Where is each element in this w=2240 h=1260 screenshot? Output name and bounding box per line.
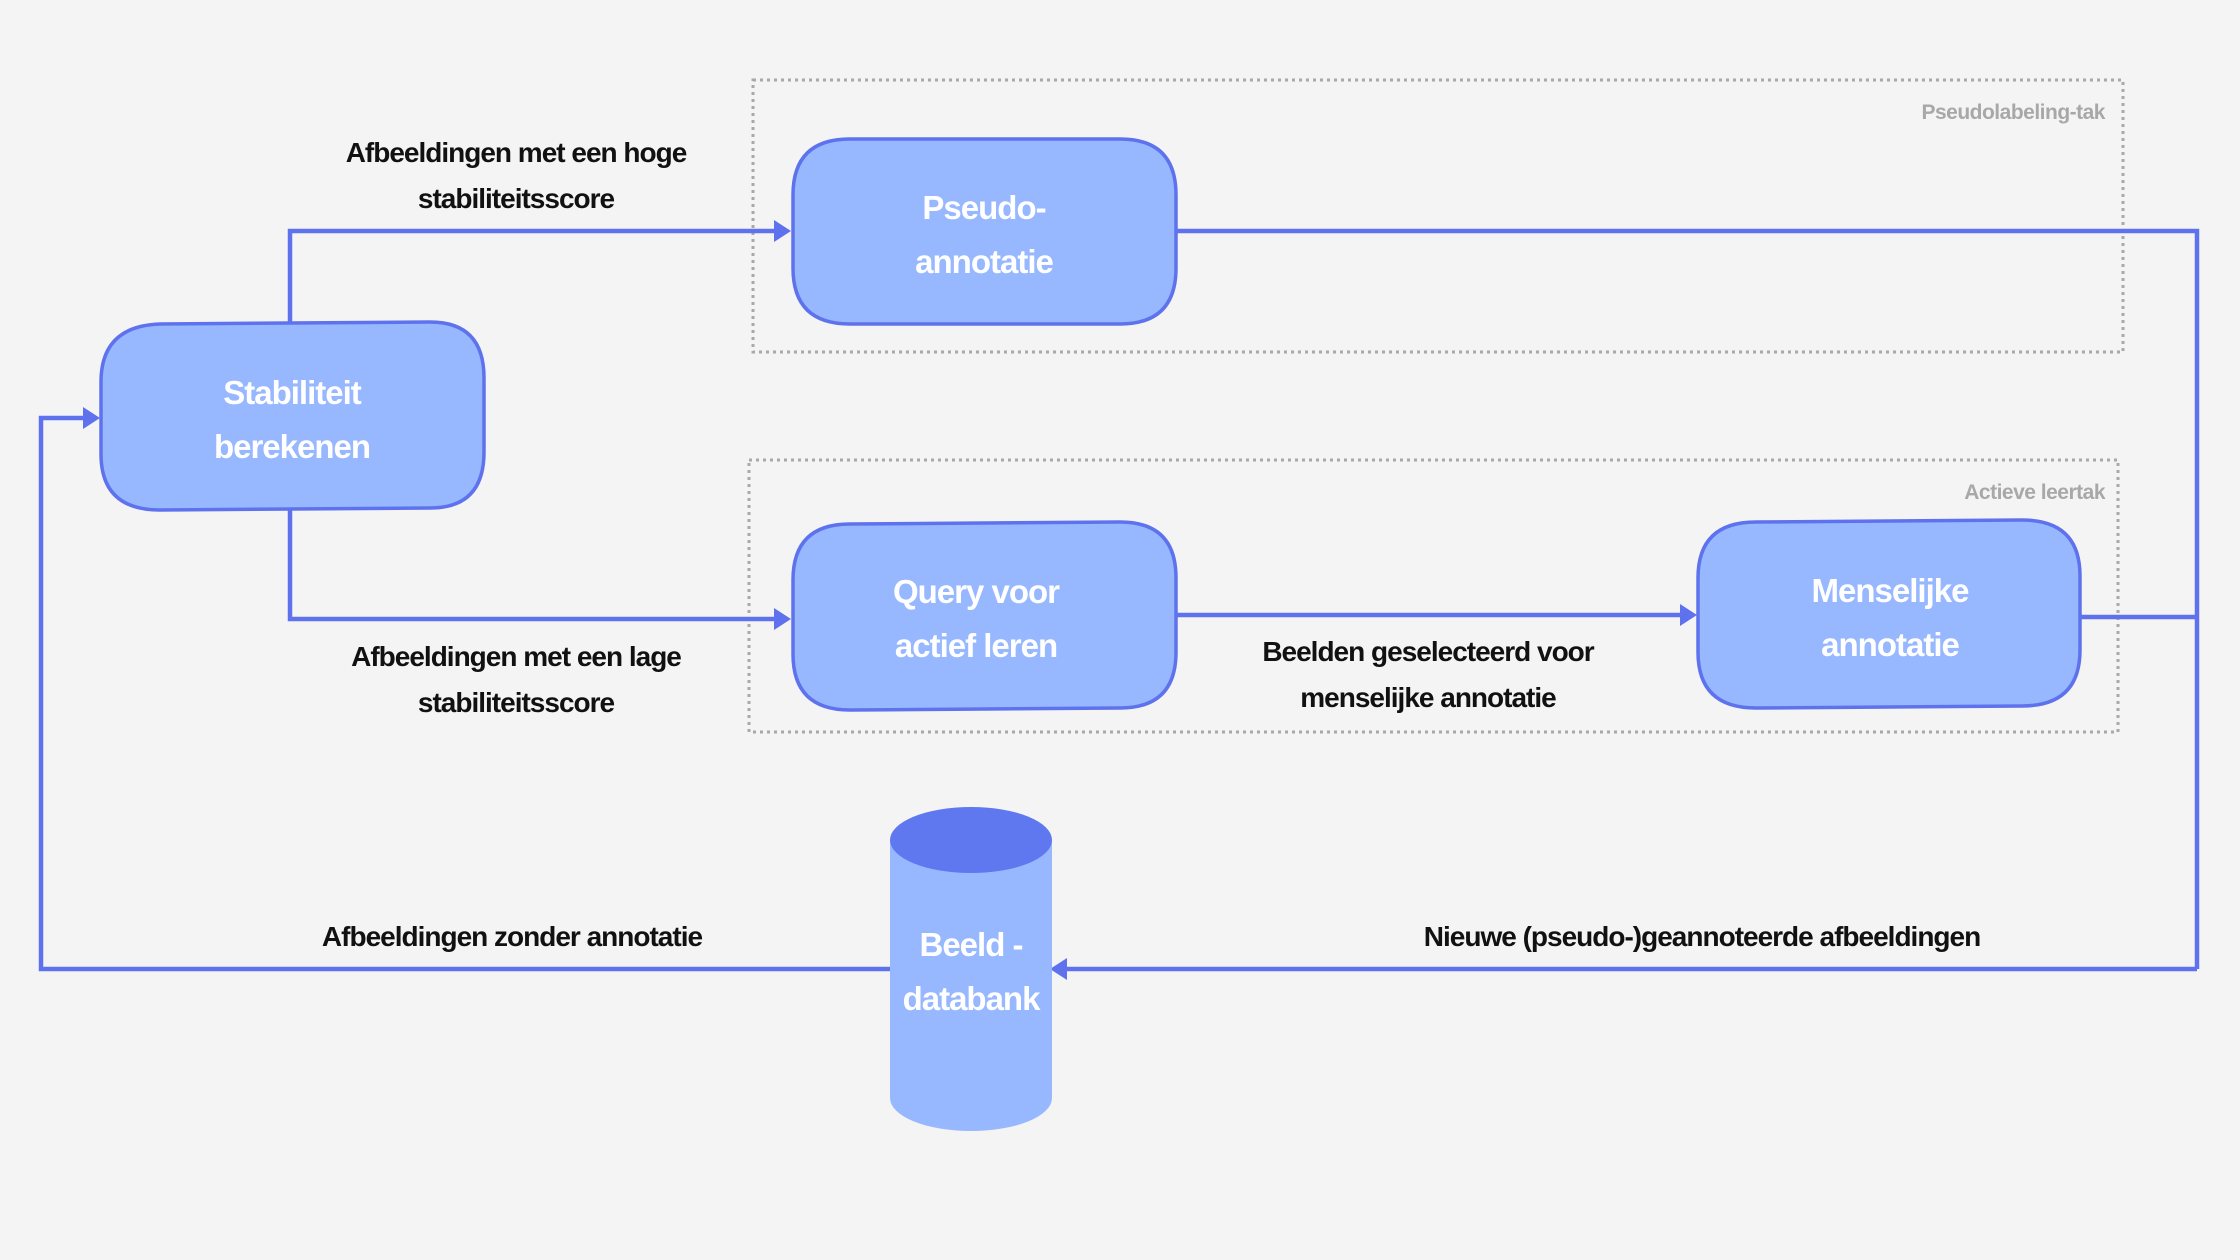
edge-high-stability	[287, 228, 775, 322]
edge-unlabeled-images	[38, 415, 890, 972]
arrowhead-to-database	[1050, 958, 1067, 980]
database-cylinder-body	[890, 840, 1052, 1131]
node-query-line2: actief leren	[895, 627, 1057, 664]
node-stability-line1: Stabiliteit	[223, 374, 362, 411]
arrowhead-to-pseudo	[774, 220, 791, 242]
node-pseudo-line2: annotatie	[915, 243, 1053, 280]
node-human-line2: annotatie	[1821, 626, 1959, 663]
node-pseudo-box	[791, 137, 1178, 326]
label-selected-line1: Beelden geselecteerd voor	[1262, 636, 1594, 667]
node-stability-line2: berekenen	[214, 428, 370, 465]
active-learning-branch-label: Actieve leertak	[1964, 481, 2106, 504]
arrowhead-to-stability	[83, 407, 100, 429]
label-high-stability-line1: Afbeeldingen met een hoge	[346, 137, 687, 168]
node-stability[interactable]: Stabiliteit berekenen	[99, 320, 486, 512]
label-new-annotated-images: Nieuwe (pseudo-)geannoteerde afbeeldinge…	[1424, 921, 1980, 952]
arrowhead-to-human	[1680, 604, 1697, 626]
label-unlabeled-images: Afbeeldingen zonder annotatie	[322, 921, 703, 952]
edge-low-stability	[287, 510, 775, 622]
node-human-line1: Menselijke	[1812, 572, 1970, 609]
edge-pseudo-to-database	[1175, 228, 2200, 969]
pseudolabeling-branch-group	[751, 78, 2125, 354]
label-low-stability-line2: stabiliteitsscore	[418, 687, 615, 718]
node-pseudo-line1: Pseudo-	[922, 189, 1045, 226]
node-query-box	[791, 520, 1178, 712]
node-human-annotation[interactable]: Menselijke annotatie	[1696, 518, 2082, 710]
node-active-query[interactable]: Query voor actief leren	[791, 520, 1178, 712]
label-low-stability-line1: Afbeeldingen met een lage	[351, 641, 681, 672]
arrowhead-to-query	[774, 608, 791, 630]
node-database-line1: Beeld -	[919, 926, 1022, 963]
node-human-box	[1696, 518, 2082, 710]
pseudolabeling-branch-label: Pseudolabeling-tak	[1921, 101, 2105, 124]
node-stability-box	[99, 320, 486, 512]
label-high-stability-line2: stabiliteitsscore	[418, 183, 615, 214]
node-image-database[interactable]: Beeld - databank	[890, 807, 1052, 1131]
database-cylinder-top	[890, 807, 1052, 873]
label-selected-line2: menselijke annotatie	[1300, 682, 1556, 713]
node-pseudo-annotation[interactable]: Pseudo- annotatie	[791, 137, 1178, 326]
node-database-line2: databank	[903, 980, 1042, 1017]
node-query-line1: Query voor	[893, 573, 1060, 610]
active-learning-branch-group	[747, 458, 2120, 734]
